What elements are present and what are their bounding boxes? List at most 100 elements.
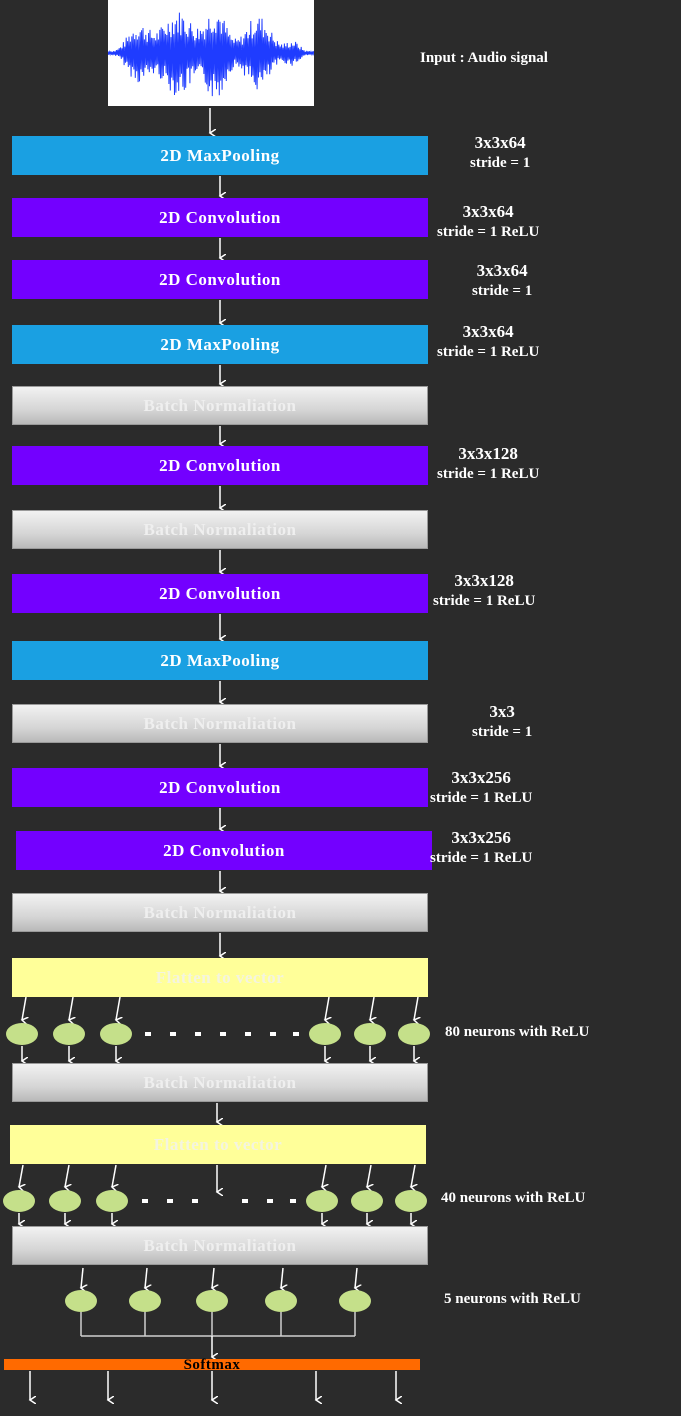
flow-arrow xyxy=(116,996,120,1020)
flow-arrow xyxy=(370,996,374,1020)
ellipsis-dot xyxy=(170,1032,176,1036)
flow-arrows xyxy=(19,108,418,1400)
ellipsis-dot xyxy=(142,1199,148,1203)
kernel-size-label: 3x3x128 xyxy=(454,571,514,590)
maxpooling-layer-0: 2D MaxPooling xyxy=(12,136,428,175)
neuron-40 xyxy=(49,1190,81,1212)
ellipsis-dot xyxy=(192,1199,198,1203)
neuron-80 xyxy=(354,1023,386,1045)
ellipsis-dot xyxy=(220,1032,226,1036)
flatten-layer-13: Flatten to vector xyxy=(12,958,428,997)
ellipsis-dot xyxy=(267,1199,273,1203)
layer-note-11: 3x3x256 stride = 1 ReLU xyxy=(430,827,532,869)
kernel-size-label: 3x3x256 xyxy=(451,828,511,847)
ellipsis-dot xyxy=(167,1199,173,1203)
convolution-layer-2: 2D Convolution xyxy=(12,260,428,299)
neuron-80 xyxy=(6,1023,38,1045)
kernel-size-label: 3x3x64 xyxy=(462,322,514,341)
neuron-5 xyxy=(265,1290,297,1312)
neuron-groups xyxy=(3,1023,430,1312)
kernel-size-label: 3x3x256 xyxy=(451,768,511,787)
kernel-size-label: 3x3x64 xyxy=(462,202,514,221)
neuron-5 xyxy=(196,1290,228,1312)
flow-arrow xyxy=(212,1267,214,1288)
neuron-80 xyxy=(398,1023,430,1045)
batch-normalization-layer-12: Batch Normaliation xyxy=(12,893,428,932)
ellipsis-dot xyxy=(145,1032,151,1036)
layer-note-2: 3x3x64 stride = 1 xyxy=(472,260,532,302)
kernel-size-label: 3x3x64 xyxy=(474,133,526,152)
ellipsis-dot xyxy=(290,1199,296,1203)
neuron-80 xyxy=(309,1023,341,1045)
stride-label: stride = 1 ReLU xyxy=(433,593,536,609)
flow-arrow xyxy=(411,1164,415,1187)
flow-arrow xyxy=(325,996,329,1020)
kernel-size-label: 3x3x128 xyxy=(458,444,518,463)
layer-note-9: 3x3 stride = 1 xyxy=(472,701,532,743)
input-audio-waveform-image xyxy=(107,0,315,106)
stride-label: stride = 1 ReLU xyxy=(437,344,540,360)
flow-arrow xyxy=(81,1267,83,1288)
maxpooling-layer-8: 2D MaxPooling xyxy=(12,641,428,680)
flow-arrow xyxy=(145,1267,147,1288)
batch-normalization-layer-9: Batch Normaliation xyxy=(12,704,428,743)
flow-arrow xyxy=(281,1267,283,1288)
input-label: Input : Audio signal xyxy=(420,50,548,66)
neuron-40 xyxy=(96,1190,128,1212)
flow-arrow xyxy=(22,996,26,1020)
layer-note-3: 3x3x64 stride = 1 ReLU xyxy=(437,321,539,363)
stride-label: stride = 1 xyxy=(470,155,531,171)
batch-normalization-layer-16: Batch Normaliation xyxy=(12,1226,428,1265)
stride-label: stride = 1 ReLU xyxy=(437,224,540,240)
ellipsis-dot xyxy=(242,1199,248,1203)
stride-label: stride = 1 xyxy=(472,724,533,740)
dense-40-label: 40 neurons with ReLU xyxy=(441,1190,586,1206)
neuron-5 xyxy=(129,1290,161,1312)
ellipsis-dot xyxy=(195,1032,201,1036)
stride-label: stride = 1 ReLU xyxy=(430,850,533,866)
flow-arrow xyxy=(65,1164,69,1187)
neuron-5 xyxy=(65,1290,97,1312)
kernel-size-label: 3x3 xyxy=(489,702,515,721)
layer-note-5: 3x3x128 stride = 1 ReLU xyxy=(437,443,539,485)
batch-normalization-layer-6: Batch Normaliation xyxy=(12,510,428,549)
layer-note-7: 3x3x128 stride = 1 ReLU xyxy=(433,570,535,612)
softmax-layer-17: Softmax xyxy=(4,1358,420,1373)
flow-arrow xyxy=(322,1164,326,1187)
convolution-layer-1: 2D Convolution xyxy=(12,198,428,237)
layer-note-10: 3x3x256 stride = 1 ReLU xyxy=(430,767,532,809)
neuron-80 xyxy=(53,1023,85,1045)
layer-note-0: 3x3x64 stride = 1 xyxy=(470,132,530,174)
flow-arrow xyxy=(69,996,73,1020)
neuron-5 xyxy=(339,1290,371,1312)
neuron-40 xyxy=(351,1190,383,1212)
flow-arrow xyxy=(367,1164,371,1187)
dense-5-label: 5 neurons with ReLU xyxy=(444,1291,581,1307)
neuron-80 xyxy=(100,1023,132,1045)
neuron-40 xyxy=(395,1190,427,1212)
dense-80-label: 80 neurons with ReLU xyxy=(445,1024,590,1040)
ellipsis-dot xyxy=(293,1032,299,1036)
ellipsis-dot xyxy=(270,1032,276,1036)
stride-label: stride = 1 ReLU xyxy=(430,790,533,806)
convolution-layer-5: 2D Convolution xyxy=(12,446,428,485)
maxpooling-layer-3: 2D MaxPooling xyxy=(12,325,428,364)
flatten-layer-15: Flatten to vector xyxy=(10,1125,426,1164)
flow-arrow xyxy=(19,1164,23,1187)
stride-label: stride = 1 xyxy=(472,283,533,299)
flow-arrow xyxy=(414,996,418,1020)
ellipsis-dot xyxy=(245,1032,251,1036)
waveform-icon xyxy=(107,12,315,97)
convolution-layer-10: 2D Convolution xyxy=(12,768,428,807)
kernel-size-label: 3x3x64 xyxy=(476,261,528,280)
convolution-layer-7: 2D Convolution xyxy=(12,574,428,613)
flow-arrow xyxy=(112,1164,116,1187)
layer-note-1: 3x3x64 stride = 1 ReLU xyxy=(437,201,539,243)
batch-normalization-layer-14: Batch Normaliation xyxy=(12,1063,428,1102)
neuron-40 xyxy=(3,1190,35,1212)
convolution-layer-11: 2D Convolution xyxy=(16,831,432,870)
batch-normalization-layer-4: Batch Normaliation xyxy=(12,386,428,425)
neuron-40 xyxy=(306,1190,338,1212)
stride-label: stride = 1 ReLU xyxy=(437,466,540,482)
